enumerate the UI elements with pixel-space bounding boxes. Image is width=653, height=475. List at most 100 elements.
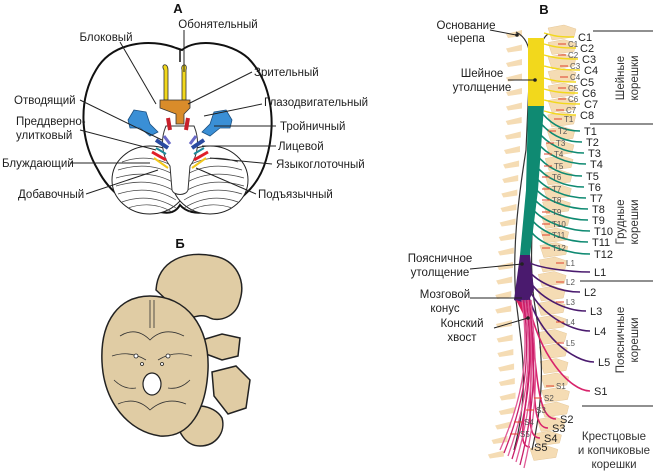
vagus-nerve — [151, 150, 209, 162]
vertebra-label-t5: T5 — [554, 162, 564, 171]
root-label-t1: T1 — [584, 126, 597, 138]
spinous-process — [496, 276, 513, 285]
spinous-process — [506, 102, 522, 111]
vertebra-label-l2: L2 — [566, 278, 575, 287]
panel-a-title: А — [173, 1, 183, 16]
nerve-root-l2 — [527, 269, 581, 293]
root-label-c8: C8 — [580, 110, 594, 122]
label-lumbar-enlargement-1: Поясничное — [408, 253, 473, 265]
vertebra-label-t6: T6 — [552, 173, 562, 182]
olfactory-nerve — [162, 64, 187, 101]
root-label-l1: L1 — [594, 267, 606, 279]
foramen-magnum — [142, 372, 162, 396]
vertebra-label-c5: C5 — [568, 84, 579, 93]
spinous-process — [487, 450, 504, 459]
label-conus-1: Мозговой — [420, 289, 470, 301]
label-accessory: Добавочный — [18, 189, 84, 201]
root-label-t2: T2 — [586, 137, 599, 149]
panel-a-leaders — [70, 30, 276, 195]
spinous-process — [498, 363, 515, 372]
vertebral-body — [537, 271, 567, 287]
vertebral-body — [547, 97, 577, 113]
root-label-t8: T8 — [592, 204, 605, 216]
vertebral-body — [539, 358, 569, 374]
nerve-root-t2 — [537, 119, 583, 143]
nerve-root-t6 — [534, 164, 585, 188]
root-label-c6: C6 — [582, 88, 596, 100]
nerve-root-l3 — [527, 277, 587, 312]
label-trochlear: Блоковый — [79, 32, 132, 44]
label-olfactory: Обонятельный — [178, 19, 257, 31]
accessory-nerve — [153, 157, 207, 169]
glossopharyngeal-nerve — [155, 147, 205, 155]
root-label-t7: T7 — [590, 193, 603, 205]
label-conus-2: конус — [430, 303, 460, 315]
panel-b-title: Б — [175, 236, 184, 251]
abducens-nerve — [162, 135, 198, 145]
vertebra-labels: C1C2C3C4C5C6C7T1T2T3T4T5T6T7T8T9T10T11T1… — [510, 40, 581, 439]
root-label-s1: S1 — [594, 386, 607, 398]
label-cervical-enlargement-1: Шейное — [461, 68, 504, 80]
vertebra-label-l3: L3 — [566, 298, 575, 307]
spinous-process — [498, 233, 515, 241]
vertebra-label-t2: T2 — [558, 127, 568, 136]
vertebral-body — [540, 401, 570, 418]
spinous-process — [506, 88, 522, 96]
label-cauda-1: Конский — [440, 318, 483, 330]
cord-cervical — [528, 38, 544, 106]
nerve-root-c1 — [543, 32, 575, 38]
vertebra-label-t9: T9 — [552, 208, 562, 217]
vertebra-label-t3: T3 — [556, 139, 566, 148]
oculomotor-nerve — [166, 117, 190, 131]
trigeminal-nerve-left — [127, 109, 159, 137]
label-skull-base-1: Основание — [437, 20, 496, 32]
nerve-root-t10 — [532, 208, 591, 232]
nerve-root-t12 — [530, 231, 591, 255]
label-oculomotor: Глазодвигательный — [264, 97, 368, 109]
label-facial: Лицевой — [278, 141, 324, 153]
cauda-strand — [499, 299, 526, 451]
cauda-strand — [511, 299, 531, 460]
nerve-root-t3 — [536, 130, 585, 154]
vertebra-label-c6: C6 — [568, 95, 579, 104]
spinous-process — [495, 291, 512, 299]
vertebral-body — [538, 329, 567, 345]
vertebra-label-l1: L1 — [566, 259, 575, 268]
vertebral-body — [547, 24, 577, 41]
group-sacral-2: и копчиковые — [578, 445, 650, 457]
vertebra-label-c1: C1 — [568, 40, 579, 49]
label-skull-base-2: черепа — [447, 33, 485, 45]
root-label-l5: L5 — [598, 357, 610, 369]
panel-a: А — [2, 1, 368, 215]
root-label-t4: T4 — [590, 159, 603, 171]
cauda-equina — [499, 299, 537, 469]
root-label-t5: T5 — [586, 171, 599, 183]
spinous-process — [504, 131, 521, 140]
vertebra-label-c2: C2 — [568, 51, 579, 60]
nerve-root-t8 — [533, 186, 589, 210]
group-cervical-2: корешки — [629, 55, 641, 100]
vertebra-label-t4: T4 — [554, 150, 564, 159]
root-label-s4: S4 — [544, 433, 557, 445]
root-label-t9: T9 — [592, 215, 605, 227]
skull-temporal-bone — [211, 365, 251, 415]
spinous-process — [498, 378, 515, 386]
nerve-root-c4 — [543, 65, 581, 71]
label-abducens: Отводящий — [14, 95, 76, 107]
spinous-process — [495, 305, 512, 314]
nerve-root-t4 — [536, 141, 587, 165]
root-label-l2: L2 — [584, 287, 596, 299]
nerve-root-c6 — [543, 88, 579, 94]
cauda-strand — [519, 299, 535, 466]
label-cauda-2: хвост — [447, 332, 477, 344]
spinous-process — [503, 146, 520, 154]
vertebrae — [487, 24, 577, 461]
root-label-c4: C4 — [584, 65, 598, 77]
group-sacral-1: Крестцовые — [582, 431, 646, 443]
panel-c-leader-dots — [515, 33, 537, 320]
cord-lumbar — [514, 255, 534, 306]
spinous-process — [502, 175, 519, 183]
spinous-process — [498, 407, 515, 415]
spinous-process — [495, 421, 512, 430]
